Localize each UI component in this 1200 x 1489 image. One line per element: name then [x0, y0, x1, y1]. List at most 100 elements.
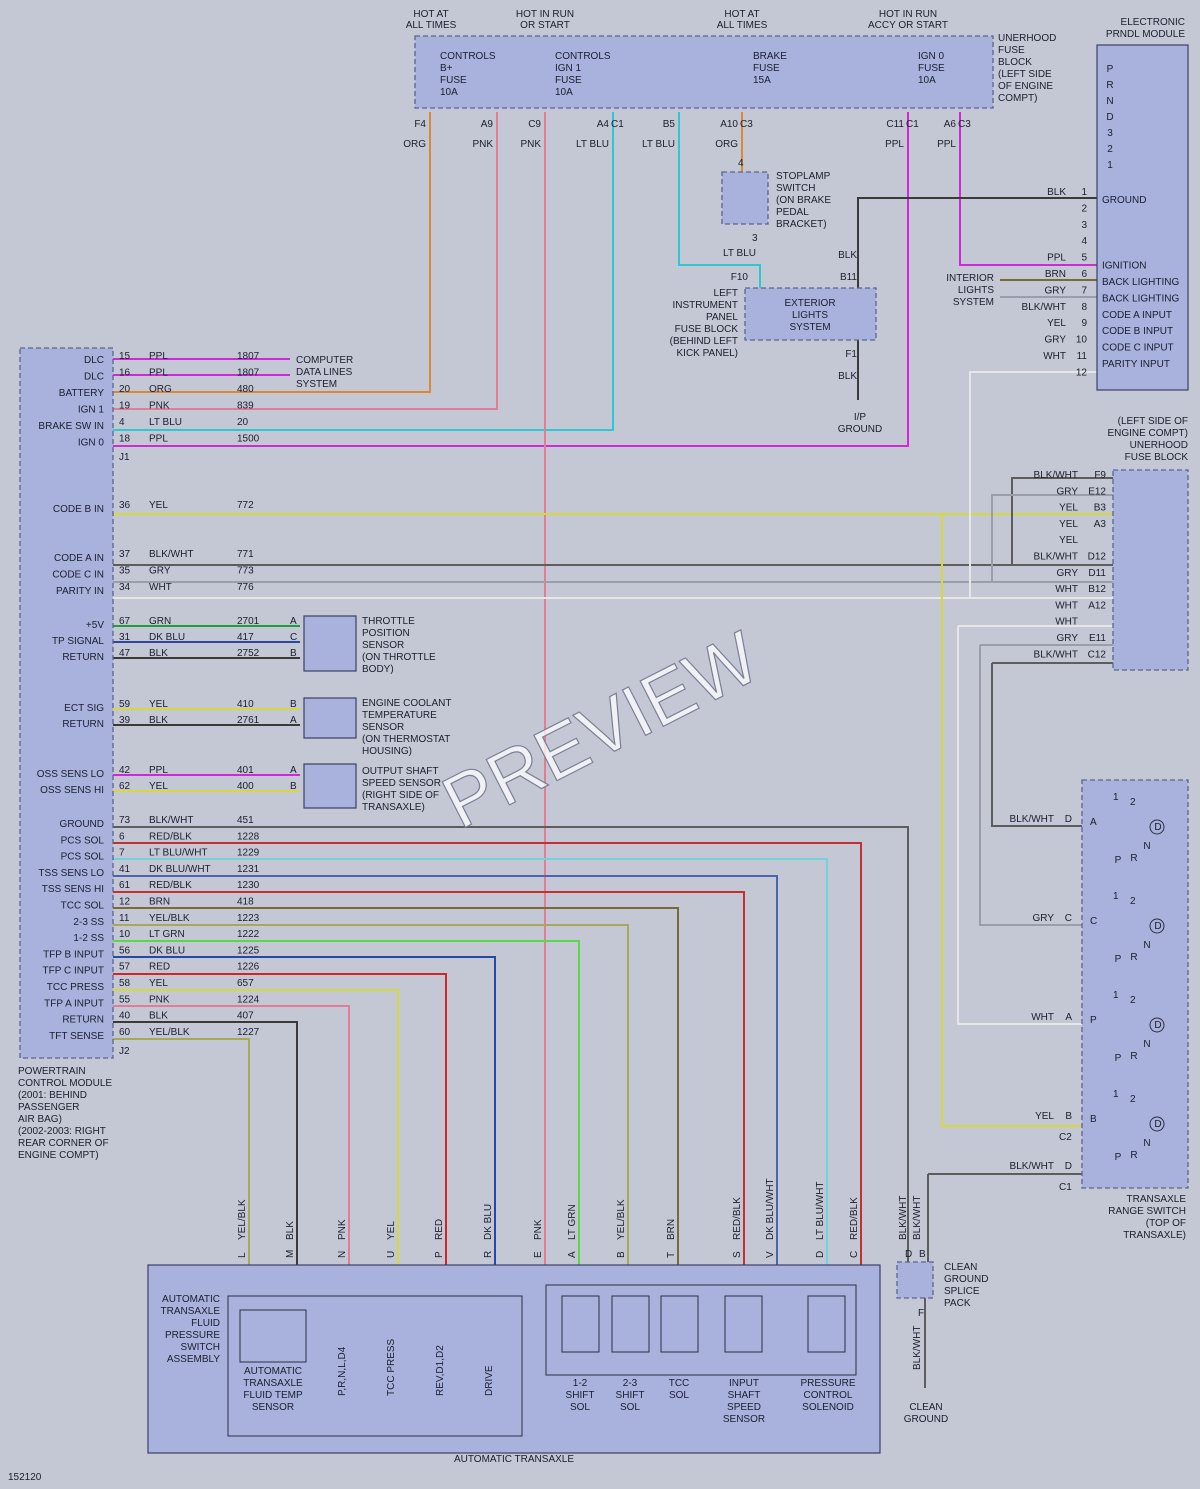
wire-color: BLK [285, 1221, 296, 1240]
prndl-pin: 11 [1077, 351, 1088, 362]
ip-pin: F1 [845, 349, 857, 360]
prndl-letter: 1 [1107, 160, 1113, 171]
wire-color: GRY [1045, 335, 1067, 346]
stoplamp-pin: 3 [752, 233, 758, 244]
switch-contact [1149, 1017, 1165, 1033]
wire-color: BRN [666, 1219, 677, 1240]
fuse-name: BRAKE [753, 51, 787, 62]
switch-name: TCC PRESS [386, 1338, 397, 1396]
temp-sensor-label: FLUID TEMP [243, 1390, 303, 1401]
automatic-transaxle [147, 1264, 881, 1454]
wire-color: GRY [1045, 285, 1067, 296]
ip-fuse-label: PANEL [706, 312, 738, 323]
splice-label: SPLICE [944, 1286, 980, 1297]
solenoid-coil [561, 1295, 600, 1353]
pcm-pin: 31 [119, 632, 131, 643]
sensor-pin: A [290, 616, 297, 627]
wire-color: GRY [1033, 913, 1055, 924]
circuit-number: 1224 [237, 994, 260, 1005]
ect-label: (ON THERMOSTAT [362, 734, 450, 745]
trans-wire [113, 858, 828, 1265]
wire-color: PPL [1047, 253, 1066, 264]
fuse-conn: C1 [906, 119, 919, 130]
fuse-block-title: UNERHOOD [998, 33, 1056, 44]
stoplamp-label: SWITCH [776, 183, 815, 194]
tps-label: POSITION [362, 628, 410, 639]
prndl-pin-label: CODE C INPUT [1102, 343, 1174, 354]
right-fuse-pin: E11 [1089, 633, 1106, 644]
fuse-name: FUSE [555, 75, 582, 86]
wire-color: DK BLU [149, 945, 185, 956]
pcm-pin: 41 [119, 864, 131, 875]
fuse-name: IGN 1 [555, 63, 582, 74]
fuse-name: 10A [440, 87, 458, 98]
prndl-module [1096, 44, 1189, 391]
sensor-pin: A [290, 715, 297, 726]
pcm-pin-label: PCS SOL [61, 835, 105, 846]
pcm-pin-label: RETURN [62, 1015, 104, 1026]
ip-fuse-label: FUSE BLOCK [675, 324, 739, 335]
switch-pos: P [1115, 954, 1122, 965]
wire-color: BLK [1047, 187, 1066, 198]
switch-pos: 1 [1113, 792, 1119, 803]
switch-pos: P [1115, 855, 1122, 866]
switch-pos: 1 [1113, 990, 1119, 1001]
solenoid-label: SPEED [727, 1402, 761, 1413]
wire-color: GRY [149, 566, 171, 577]
pcm-pin-label: RETURN [62, 652, 104, 663]
brake-switch-wire [678, 112, 761, 288]
diagram-id: 152120 [8, 1472, 42, 1483]
wire-color: LT BLU [642, 139, 675, 150]
circuit-number: 451 [237, 815, 254, 826]
fuse-name: 10A [918, 75, 936, 86]
ign0-wire [113, 112, 909, 447]
pcm-pin: 67 [119, 616, 131, 627]
switch-pos: D [1154, 1119, 1161, 1130]
wire-color: PPL [937, 139, 956, 150]
trans-pin: V [765, 1251, 776, 1258]
pcm-pin-label: PARITY IN [56, 586, 104, 597]
oss-sensor [303, 763, 357, 809]
pcm-pin-label: ECT SIG [64, 703, 104, 714]
right-fuse-pin: E12 [1088, 486, 1106, 497]
wire-color: RED [434, 1219, 445, 1240]
fuse-pin: A10 [720, 119, 738, 130]
wire-color: RED [149, 962, 170, 973]
fuse-name: 15A [753, 75, 771, 86]
splice-pin: F [918, 1308, 924, 1319]
tps-label: BODY) [362, 664, 394, 675]
prndl-letter: 2 [1107, 144, 1113, 155]
ign1-wire [113, 112, 498, 410]
oss-label: OUTPUT SHAFT [362, 766, 438, 777]
prndl-pin: 10 [1076, 335, 1088, 346]
right-fuse-pin: B12 [1088, 584, 1106, 595]
computer-data-label: DATA LINES [296, 367, 353, 378]
splice-pin: B [919, 1249, 926, 1260]
trans-wire [113, 907, 679, 1265]
switch-pos: R [1130, 1051, 1137, 1062]
splice-label: CLEAN [944, 1262, 977, 1273]
oss-label: SPEED SENSOR [362, 778, 441, 789]
splice-pack [896, 1261, 934, 1299]
pcm-pin-label: CODE C IN [52, 570, 104, 581]
range-inner-pin: A [1090, 817, 1097, 828]
wire-color: ORG [149, 384, 172, 395]
fuse-pin: A4 [597, 119, 610, 130]
pcm-pin: 12 [119, 897, 131, 908]
pcm-pin: 19 [119, 401, 131, 412]
right-fuse-pin: B3 [1094, 503, 1107, 514]
wire-color: PPL [149, 368, 168, 379]
switch-pos: 2 [1130, 896, 1136, 907]
switch-pos: D [1154, 822, 1161, 833]
prndl-pin: 3 [1081, 220, 1087, 231]
interior-lights-label: SYSTEM [953, 297, 994, 308]
wire-color: YEL/BLK [616, 1199, 627, 1240]
pressure-assembly-label: SWITCH [181, 1342, 220, 1353]
fuse-header: OR START [520, 20, 570, 31]
fuse-name: IGN 0 [918, 51, 945, 62]
stoplamp-switch [721, 171, 769, 225]
connector-j1: J1 [119, 452, 130, 463]
wire-color: YEL [149, 699, 168, 710]
pcm-pin: 10 [119, 929, 131, 940]
wire-color: YEL [386, 1221, 397, 1240]
